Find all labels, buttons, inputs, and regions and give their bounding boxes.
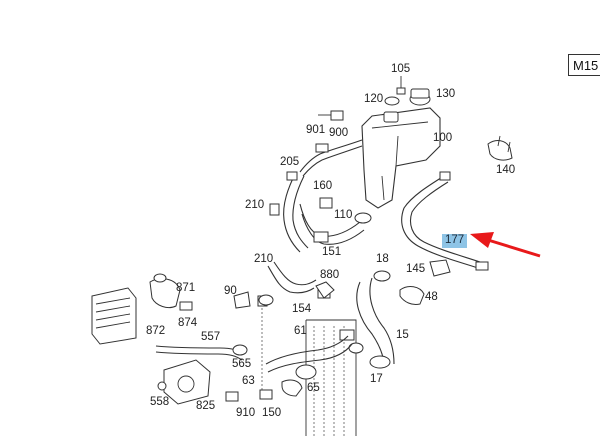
callout-63: 63 xyxy=(242,375,255,387)
oil-cooler xyxy=(91,273,193,345)
callout-900: 900 xyxy=(329,127,349,139)
pointer-arrow xyxy=(470,232,541,258)
callout-154: 154 xyxy=(292,303,312,315)
callout-210-upper: 210 xyxy=(245,199,265,211)
callout-160: 160 xyxy=(313,180,333,192)
hose-upper-left xyxy=(269,171,309,253)
callout-558: 558 xyxy=(150,396,170,408)
callout-871: 871 xyxy=(176,282,196,294)
callout-177-highlighted: 177 xyxy=(442,234,468,248)
vent-hose xyxy=(299,110,363,177)
callout-145: 145 xyxy=(406,263,426,275)
callout-150: 150 xyxy=(262,407,282,419)
hose-557 xyxy=(155,344,248,361)
bracket-160 xyxy=(319,197,372,224)
callout-901: 901 xyxy=(306,124,326,136)
callout-90: 90 xyxy=(224,285,237,297)
callout-205: 205 xyxy=(280,156,300,168)
callout-557: 557 xyxy=(201,331,221,343)
callout-874: 874 xyxy=(178,317,198,329)
cap-seal xyxy=(384,76,406,106)
expansion-tank xyxy=(361,107,441,209)
callout-61: 61 xyxy=(294,325,307,337)
callout-105: 105 xyxy=(391,63,411,75)
parts-145-48 xyxy=(373,259,451,305)
callout-210-lower: 210 xyxy=(254,253,274,265)
hose-61 xyxy=(265,335,353,397)
clamp-140 xyxy=(487,135,513,161)
callout-100: 100 xyxy=(433,132,453,144)
callout-140: 140 xyxy=(496,164,516,176)
callout-880: 880 xyxy=(320,269,340,281)
callout-872: 872 xyxy=(146,325,166,337)
hose-15 xyxy=(356,277,395,369)
reference-code: M15 xyxy=(568,54,600,76)
callout-65: 65 xyxy=(307,382,320,394)
radiator xyxy=(305,319,364,436)
callout-48: 48 xyxy=(425,291,438,303)
water-pump xyxy=(157,359,273,405)
callout-120: 120 xyxy=(364,93,384,105)
hose-151 xyxy=(299,203,365,245)
callout-110: 110 xyxy=(334,209,353,221)
callout-565: 565 xyxy=(232,358,252,370)
tank-cap xyxy=(409,88,431,106)
callout-130: 130 xyxy=(436,88,456,100)
callout-18: 18 xyxy=(376,253,389,265)
callout-151: 151 xyxy=(322,246,342,258)
hose-177 xyxy=(401,171,489,271)
callout-17: 17 xyxy=(370,373,383,385)
callout-15: 15 xyxy=(396,329,409,341)
bracket-90 xyxy=(233,291,274,309)
callout-825: 825 xyxy=(196,400,216,412)
callout-910: 910 xyxy=(236,407,256,419)
part-880 xyxy=(315,281,335,299)
